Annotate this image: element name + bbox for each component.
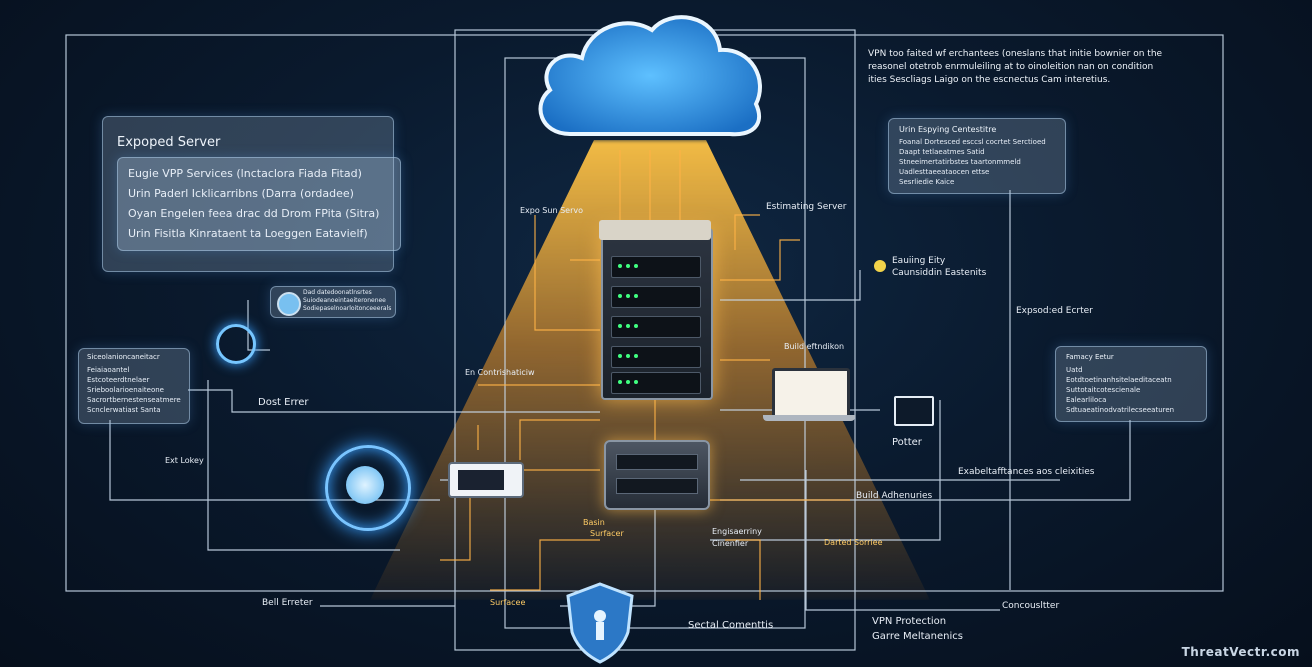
- label-engineering: Engisaerriny: [712, 527, 762, 536]
- panel-title: Famacy Eetur: [1066, 353, 1114, 361]
- label-garre: Garre Meltanenics: [872, 631, 963, 642]
- list-item: Sesrliedie Kaice: [899, 178, 955, 186]
- exposed-server-panel: Expoped Server Eugie VPP Services (lncta…: [102, 116, 401, 272]
- list-item: Scnclerwatiast Santa: [87, 406, 161, 414]
- label-expo-server: Expo Sun Servo: [520, 206, 583, 215]
- panel-title: Expoped Server: [117, 135, 221, 150]
- laptop-icon: [763, 368, 855, 421]
- list-item: Uatd: [1066, 366, 1083, 374]
- label-eauiing-eity: Eauiing Eity: [892, 256, 946, 266]
- list-item: Feiaiaoantel: [87, 366, 130, 374]
- badge-icon: [277, 292, 301, 316]
- user-icon: [216, 324, 256, 364]
- label-build-adhenuries: Build Adhenuries: [856, 491, 933, 501]
- label-build-direction: Build eftndikon: [784, 342, 845, 351]
- list-item: Srieboolarioenaiteone: [87, 386, 164, 394]
- panel-list: Uatd Eotdtoetinanhsitelaeditaceatn Sutto…: [1066, 365, 1174, 415]
- panel-list: Eugie VPP Services (lnctaclora Fiada Fit…: [118, 158, 400, 250]
- label-exposed-server: Expsod:ed Ecrter: [1016, 306, 1093, 316]
- top-note: VPN too faited wf erchantees (oneslans t…: [868, 49, 1163, 85]
- label-vpn-protection: VPN Protection: [872, 616, 947, 627]
- panel-list: Foanal Dortesced esccsl cocrtet Serctioe…: [899, 137, 1046, 187]
- label-potter: Potter: [892, 437, 922, 448]
- list-item: Dad datedoonatlnsrtes: [303, 289, 372, 296]
- watermark: ThreatVectr.com: [1181, 645, 1300, 659]
- secondary-server: [604, 440, 710, 510]
- label-caunsiddin: Caunsiddin Eastenits: [892, 268, 987, 278]
- shield-icon: [566, 582, 634, 664]
- panel-title: Urin Espying Centestitre: [899, 125, 997, 134]
- label-surfacer: Surfacer: [590, 529, 624, 538]
- panel-list: Dad datedoonatlnsrtes Suiodeanoeintaeite…: [303, 289, 391, 313]
- label-ext-lokey: Ext Lokey: [165, 456, 204, 465]
- list-item: Sodiepaselnoarloitonceeerals: [303, 305, 392, 312]
- list-item: Suiodeanoeintaeiteronenee: [303, 297, 386, 304]
- label-en-controller: En Contrishaticiw: [465, 368, 535, 377]
- right-mini-panel: Famacy Eetur Uatd Eotdtoetinanhsitelaedi…: [1055, 346, 1207, 422]
- espying-panel: Urin Espying Centestitre Foanal Dortesce…: [888, 118, 1066, 194]
- label-exabeltafftances: Exabeltafftances aos cleixities: [958, 467, 1095, 477]
- label-sectal: Sectal Comenttis: [688, 620, 774, 631]
- label-controller: Concousltter: [1002, 601, 1060, 611]
- list-item: Stneeimertatirbstes taartonmmeld: [899, 158, 1021, 166]
- list-item: Eugie VPP Services (lnctaclora Fiada Fit…: [128, 167, 362, 180]
- list-item: Oyan Engelen feea drac dd Drom FPita (Si…: [128, 207, 380, 220]
- monitor-icon: [894, 396, 934, 426]
- router-device-icon: [448, 462, 524, 498]
- list-item: Urin Fisitla Kinrataent ta Loeggen Eatav…: [128, 227, 368, 240]
- label-dest-server: Dost Errer: [258, 397, 309, 408]
- panel-title: Siceolanioncaneitacr: [87, 353, 160, 361]
- list-item: Sdtuaeatinodvatrilecseeaturen: [1066, 406, 1175, 414]
- central-server: [599, 220, 713, 400]
- label-estimating-server: Estimating Server: [766, 202, 847, 212]
- list-item: Daapt tetlaeatmes Satid: [899, 148, 985, 156]
- list-item: Estcoteerdtnelaer: [87, 376, 150, 384]
- label-surfacee: Surfacee: [490, 598, 526, 607]
- badge-panel: Dad datedoonatlnsrtes Suiodeanoeintaeite…: [270, 286, 396, 318]
- list-item: Foanal Dortesced esccsl cocrtet Serctioe…: [899, 138, 1046, 146]
- left-mini-panel: Siceolanioncaneitacr Feiaiaoantel Estcot…: [78, 348, 190, 424]
- list-item: Urin Paderl Icklicarribns (Darra (ordade…: [128, 187, 354, 200]
- list-item: Uadlesttaeeataocen ettse: [899, 168, 990, 176]
- label-basin: Basin: [583, 518, 605, 527]
- label-bell-server: Bell Erreter: [262, 598, 313, 608]
- list-item: Sacrortbernestenseatmere: [87, 396, 181, 404]
- panel-list: Feiaiaoantel Estcoteerdtnelaer Srieboola…: [87, 365, 181, 415]
- globe-icon: [325, 445, 411, 531]
- label-cinenfier: Cinenfier: [712, 539, 749, 548]
- label-darted-sorriee: Darted Sorriee: [824, 538, 883, 547]
- cloud-icon: [538, 15, 762, 137]
- panel-inner: Eugie VPP Services (lnctaclora Fiada Fit…: [117, 157, 401, 251]
- list-item: Ealearliloca: [1066, 396, 1107, 404]
- list-item: Eotdtoetinanhsitelaeditaceatn: [1066, 376, 1172, 384]
- list-item: Suttotaitcotescienale: [1066, 386, 1141, 394]
- status-dot-icon: [874, 260, 886, 272]
